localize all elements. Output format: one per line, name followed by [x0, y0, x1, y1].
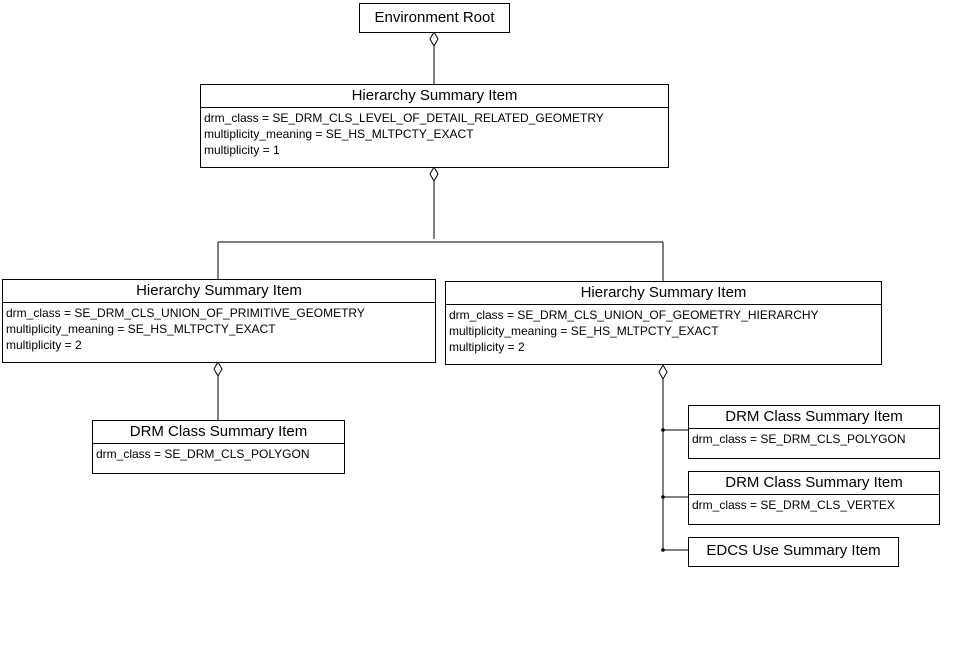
box-title: DRM Class Summary Item [689, 472, 939, 495]
attr-line: multiplicity_meaning = SE_HS_MLTPCTY_EXA… [204, 127, 474, 141]
attr-line: multiplicity = 1 [204, 143, 280, 157]
attr-line: drm_class = SE_DRM_CLS_POLYGON [96, 447, 310, 461]
aggregation-diamond-root [429, 30, 439, 48]
box-attributes: drm_class = SE_DRM_CLS_LEVEL_OF_DETAIL_R… [201, 108, 668, 161]
attr-line: multiplicity = 2 [6, 338, 82, 352]
box-attributes: drm_class = SE_DRM_CLS_UNION_OF_PRIMITIV… [3, 303, 435, 356]
attr-line: drm_class = SE_DRM_CLS_UNION_OF_PRIMITIV… [6, 306, 365, 320]
junction-dot-vertex [661, 495, 665, 499]
box-attributes: drm_class = SE_DRM_CLS_POLYGON [93, 444, 344, 465]
aggregation-diamond-right [658, 363, 668, 381]
box-title: Environment Root [374, 9, 495, 26]
box-attributes: drm_class = SE_DRM_CLS_VERTEX [689, 495, 939, 516]
box-title: Hierarchy Summary Item [201, 85, 668, 108]
attr-line: multiplicity = 2 [449, 340, 525, 354]
attr-line: drm_class = SE_DRM_CLS_POLYGON [692, 432, 906, 446]
drm-class-summary-item-polygon[interactable]: DRM Class Summary Item drm_class = SE_DR… [688, 405, 940, 459]
hierarchy-summary-item-left[interactable]: Hierarchy Summary Item drm_class = SE_DR… [2, 279, 436, 363]
drm-class-summary-item-vertex[interactable]: DRM Class Summary Item drm_class = SE_DR… [688, 471, 940, 525]
aggregation-diamond-left [213, 360, 223, 378]
edcs-use-summary-item[interactable]: EDCS Use Summary Item [688, 537, 899, 567]
box-title: Hierarchy Summary Item [3, 280, 435, 303]
drm-class-summary-item-left[interactable]: DRM Class Summary Item drm_class = SE_DR… [92, 420, 345, 474]
environment-root-box[interactable]: Environment Root [359, 3, 510, 33]
box-title: EDCS Use Summary Item [706, 542, 881, 559]
attr-line: drm_class = SE_DRM_CLS_LEVEL_OF_DETAIL_R… [204, 111, 604, 125]
attr-line: drm_class = SE_DRM_CLS_UNION_OF_GEOMETRY… [449, 308, 819, 322]
hierarchy-summary-item-top[interactable]: Hierarchy Summary Item drm_class = SE_DR… [200, 84, 669, 168]
aggregation-diamond-top [429, 165, 439, 183]
attr-line: multiplicity_meaning = SE_HS_MLTPCTY_EXA… [449, 324, 719, 338]
attr-line: multiplicity_meaning = SE_HS_MLTPCTY_EXA… [6, 322, 276, 336]
box-attributes: drm_class = SE_DRM_CLS_POLYGON [689, 429, 939, 450]
box-title: DRM Class Summary Item [689, 406, 939, 429]
junction-dot-edcs [661, 548, 665, 552]
junction-dot-polygon [661, 428, 665, 432]
box-attributes: drm_class = SE_DRM_CLS_UNION_OF_GEOMETRY… [446, 305, 881, 358]
hierarchy-summary-item-right[interactable]: Hierarchy Summary Item drm_class = SE_DR… [445, 281, 882, 365]
attr-line: drm_class = SE_DRM_CLS_VERTEX [692, 498, 895, 512]
box-title: Hierarchy Summary Item [446, 282, 881, 305]
box-title: DRM Class Summary Item [93, 421, 344, 444]
